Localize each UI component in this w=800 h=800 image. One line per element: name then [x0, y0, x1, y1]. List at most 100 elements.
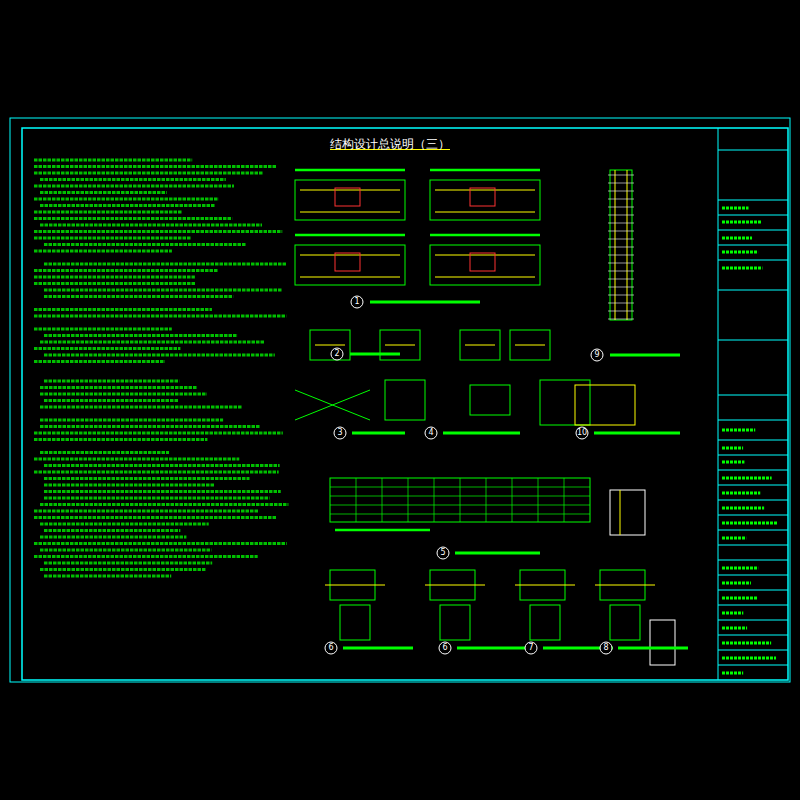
detail-line: [425, 585, 485, 586]
detail-outline: [330, 478, 590, 522]
note-line: [40, 451, 169, 454]
detail-line: [608, 287, 634, 288]
title-block-entry: [722, 429, 755, 432]
detail-line: [300, 190, 400, 191]
detail-line: [465, 345, 495, 346]
detail-line: [608, 279, 634, 280]
note-line: [34, 516, 276, 519]
detail-line: [608, 239, 634, 240]
detail-line: [538, 478, 539, 522]
title-block-rule: [718, 635, 788, 636]
detail-line: [335, 529, 430, 532]
detail-line: [350, 353, 400, 356]
title-block-rule: [718, 485, 788, 486]
detail-line: [352, 432, 405, 435]
note-line: [34, 211, 182, 214]
title-block-rule: [718, 515, 788, 516]
detail-line: [295, 169, 405, 172]
title-block-entry: [722, 207, 749, 210]
detail-outline: [650, 620, 675, 665]
title-block-entry: [722, 267, 762, 270]
note-line: [40, 178, 226, 181]
detail-outline: [575, 385, 635, 425]
callout-circle: [351, 296, 363, 308]
callout-circle: [331, 348, 343, 360]
note-line: [44, 464, 280, 467]
note-line: [34, 555, 258, 558]
note-line: [34, 308, 212, 311]
detail-outline: [310, 330, 350, 360]
detail-line: [608, 319, 634, 320]
title-block-rule: [718, 605, 788, 606]
title-block-rule: [718, 575, 788, 576]
detail-line: [615, 170, 616, 320]
detail-outline: [335, 253, 360, 271]
detail-outline: [430, 245, 540, 285]
note-line: [44, 477, 249, 480]
detail-line: [455, 552, 540, 555]
callout-number: 10: [576, 427, 588, 439]
detail-outline: [295, 180, 405, 220]
detail-outline: [510, 330, 550, 360]
note-line: [40, 393, 207, 396]
callout-number: 3: [334, 427, 346, 439]
title-block-rule: [718, 150, 788, 151]
detail-line: [608, 295, 634, 296]
detail-line: [608, 191, 634, 192]
detail-line: [356, 478, 357, 522]
detail-line: [595, 585, 655, 586]
note-line: [44, 243, 246, 246]
note-line: [44, 295, 233, 298]
title-block-rule: [718, 200, 788, 201]
note-line: [34, 542, 287, 545]
title-block-entry: [722, 537, 746, 540]
detail-line: [608, 303, 634, 304]
note-line: [34, 315, 286, 318]
detail-line: [325, 585, 385, 586]
detail-line: [295, 390, 370, 420]
detail-line: [343, 647, 413, 650]
note-line: [34, 230, 282, 233]
detail-line: [594, 432, 680, 435]
callout-circle: [439, 642, 451, 654]
detail-line: [430, 234, 540, 237]
title-block-rule: [718, 665, 788, 666]
note-line: [34, 159, 192, 162]
note-line: [44, 562, 212, 565]
callout-circle: [334, 427, 346, 439]
detail-line: [300, 277, 400, 278]
note-line: [40, 523, 209, 526]
title-block-rule: [718, 545, 788, 546]
note-line: [34, 172, 263, 175]
detail-line: [430, 169, 540, 172]
note-line: [34, 328, 172, 331]
detail-outline: [460, 330, 500, 360]
note-line: [34, 165, 276, 168]
detail-line: [608, 207, 634, 208]
detail-outline: [540, 380, 590, 425]
detail-line: [315, 345, 345, 346]
title-block-entry: [722, 492, 760, 495]
callout-circle: [591, 349, 603, 361]
detail-line: [408, 478, 409, 522]
title-block-entry: [722, 507, 764, 510]
note-line: [44, 263, 286, 266]
detail-line: [295, 234, 405, 237]
note-line: [34, 360, 165, 363]
title-block-entry: [722, 251, 758, 254]
note-line: [34, 198, 219, 201]
note-line: [34, 217, 232, 220]
detail-outline: [470, 188, 495, 206]
title-block-rule: [718, 290, 788, 291]
note-line: [34, 185, 234, 188]
callout-number: 2: [331, 348, 343, 360]
title-block-entry: [722, 612, 743, 615]
title-block-rule: [718, 650, 788, 651]
note-line: [44, 529, 180, 532]
note-line: [34, 347, 180, 350]
note-line: [40, 406, 242, 409]
note-line: [34, 282, 196, 285]
note-line: [40, 503, 288, 506]
detail-line: [608, 247, 634, 248]
title-block-rule: [718, 260, 788, 261]
